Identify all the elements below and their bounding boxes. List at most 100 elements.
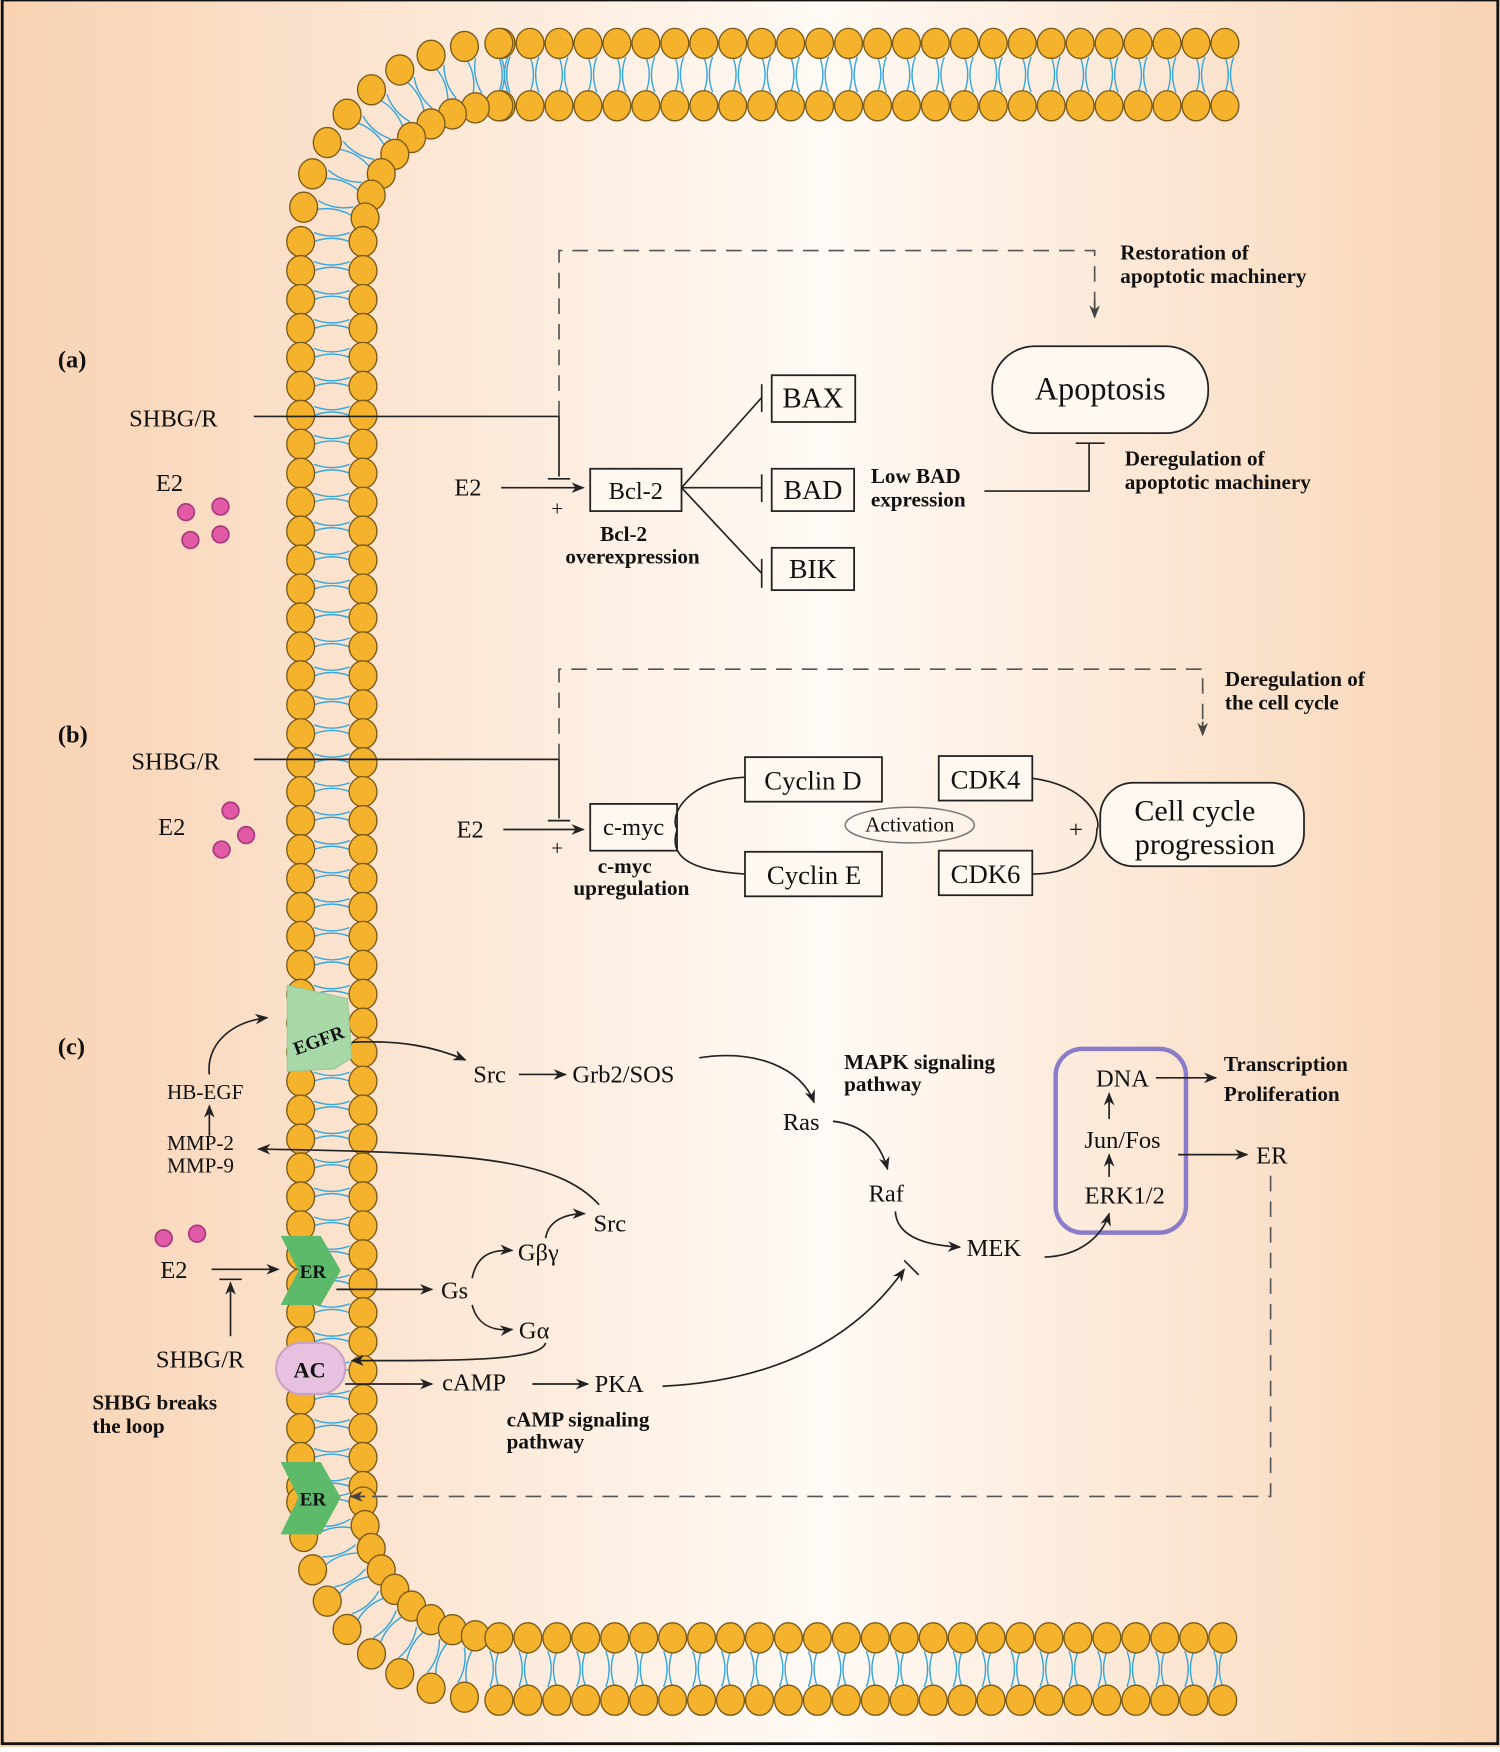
lipid-tail bbox=[691, 1650, 703, 1688]
bcl2-label: Bcl-2 bbox=[609, 478, 663, 505]
panel-b: (b) SHBG/R E2 E2 + c-myc c-myc upregulat… bbox=[58, 667, 1366, 900]
lipid-tail bbox=[313, 811, 350, 822]
cyclin-e-box bbox=[744, 850, 883, 898]
lipid-head bbox=[1034, 1622, 1064, 1654]
e2-molecule bbox=[181, 530, 200, 550]
lipid-tail bbox=[674, 56, 685, 93]
lipid-tail bbox=[778, 1650, 790, 1688]
activation-label: Activation bbox=[865, 813, 955, 837]
lipid-head bbox=[1210, 90, 1240, 122]
bcl2-note-1: Bcl-2 bbox=[600, 522, 647, 546]
lipid-tail bbox=[1079, 56, 1090, 93]
lipid-head bbox=[600, 1684, 630, 1716]
lipid-head bbox=[1152, 90, 1182, 122]
lipid-head bbox=[658, 1622, 688, 1654]
lipid-tail bbox=[1068, 1650, 1079, 1688]
lipid-head bbox=[715, 1684, 746, 1716]
dna-label: DNA bbox=[1096, 1066, 1149, 1093]
lipid-head bbox=[484, 1684, 514, 1716]
lipid-tail bbox=[720, 1650, 732, 1688]
plus-a: + bbox=[551, 497, 563, 521]
lipid-head bbox=[449, 30, 480, 63]
lipid-head bbox=[332, 98, 362, 130]
lipid-head bbox=[1179, 1622, 1209, 1654]
lipid-head bbox=[348, 1065, 378, 1097]
lipid-head bbox=[348, 660, 378, 692]
lipid-head bbox=[976, 1622, 1006, 1654]
lipid-head bbox=[629, 1622, 659, 1654]
ac-label: AC bbox=[293, 1357, 325, 1382]
lipid-tail bbox=[313, 232, 350, 243]
lipid-head bbox=[348, 1326, 378, 1358]
lipid-head bbox=[1094, 90, 1124, 122]
lipid-head bbox=[332, 1613, 362, 1646]
lipid-head bbox=[348, 254, 378, 287]
cyclin-d-box bbox=[744, 756, 883, 803]
panel-a-label: (a) bbox=[58, 346, 87, 373]
lipid-tail bbox=[313, 1418, 350, 1430]
lipid-head bbox=[802, 1622, 832, 1654]
lipid-head bbox=[542, 1622, 572, 1654]
lipid-tail bbox=[1155, 1650, 1166, 1688]
e2-molecules-b bbox=[212, 801, 256, 859]
lipid-head bbox=[947, 1622, 977, 1654]
e2-molecule bbox=[211, 497, 230, 516]
lipid-tail bbox=[457, 1647, 474, 1685]
lipid-tail bbox=[313, 926, 350, 938]
lipid-tail bbox=[1126, 1650, 1137, 1688]
bcl2-to-bik-line bbox=[680, 487, 763, 574]
lipid-tail bbox=[313, 637, 350, 648]
lipid-tail bbox=[1195, 56, 1206, 93]
lipid-head bbox=[348, 544, 378, 576]
lipid-head bbox=[484, 27, 514, 60]
lipid-head bbox=[289, 191, 319, 223]
lipid-tail bbox=[1213, 1650, 1224, 1688]
lipid-head bbox=[1208, 1684, 1238, 1716]
lipid-head bbox=[286, 949, 316, 982]
lipid-head bbox=[348, 891, 378, 924]
progression-1: Cell cycle bbox=[1134, 794, 1255, 828]
lipid-tail bbox=[518, 1650, 529, 1688]
lipid-head bbox=[1181, 27, 1211, 60]
lipid-head bbox=[833, 27, 864, 60]
lipid-head bbox=[286, 689, 316, 721]
lipid-head bbox=[889, 1622, 919, 1654]
lipid-tail bbox=[807, 1650, 819, 1688]
lipid-head bbox=[348, 1094, 378, 1126]
lipid-head bbox=[1123, 27, 1153, 60]
lipid-head bbox=[660, 90, 690, 122]
er-receptor-top bbox=[280, 1235, 341, 1305]
transcription-label: Transcription bbox=[1224, 1052, 1348, 1076]
lipid-head bbox=[862, 90, 893, 122]
lipid-head bbox=[286, 718, 316, 750]
bcl2-to-bax-line bbox=[680, 396, 763, 489]
e2-molecules-c bbox=[154, 1224, 207, 1248]
src1-label: Src bbox=[473, 1061, 506, 1088]
lipid-head bbox=[1005, 1684, 1035, 1716]
panel-a: (a) SHBG/R E2 E2 + Bcl-2 Bcl-2 overexpre… bbox=[58, 240, 1311, 592]
shbg-note-1: SHBG breaks bbox=[92, 1391, 217, 1415]
lipid-tail bbox=[749, 1650, 761, 1688]
lipid-head bbox=[348, 1210, 378, 1242]
lipid-head bbox=[744, 1684, 775, 1716]
lipid-head bbox=[348, 920, 378, 953]
lipid-head bbox=[348, 573, 378, 605]
lipid-head bbox=[1150, 1684, 1180, 1716]
lipid-tail bbox=[313, 955, 350, 967]
lipid-head bbox=[348, 602, 378, 634]
panel-c-e2: E2 bbox=[160, 1257, 187, 1284]
gs-label: Gs bbox=[441, 1277, 468, 1304]
cdks-curve bbox=[1032, 777, 1099, 875]
lipid-head bbox=[1150, 1622, 1180, 1654]
lipid-head bbox=[1036, 90, 1066, 122]
lipid-head bbox=[286, 1181, 316, 1213]
lipid-head bbox=[348, 1152, 378, 1184]
lipid-head bbox=[1063, 1622, 1093, 1654]
lipid-tail bbox=[313, 434, 350, 445]
lipid-head bbox=[348, 1297, 378, 1329]
lipid-tail bbox=[1108, 56, 1119, 93]
lipid-head bbox=[286, 457, 316, 489]
lipid-head bbox=[312, 126, 342, 159]
lipid-tail bbox=[876, 56, 888, 93]
e2-molecule bbox=[176, 503, 196, 522]
